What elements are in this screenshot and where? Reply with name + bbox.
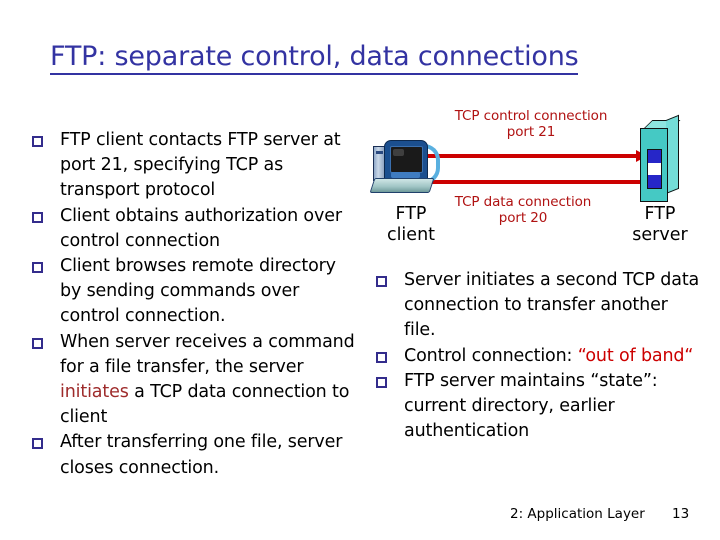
monitor xyxy=(384,140,428,182)
bullet-text: FTP server maintains “state”: current di… xyxy=(404,370,658,442)
square-bullet-icon xyxy=(376,351,387,363)
left-bullet-list: FTP client contacts FTP server at port 2… xyxy=(28,128,358,481)
square-bullet-icon xyxy=(32,262,43,274)
bullet-highlight: initiates xyxy=(60,382,129,403)
keyboard xyxy=(369,178,435,193)
data-connection-label-line1: TCP data connection xyxy=(454,194,592,210)
page-title: FTP: separate control, data connections xyxy=(50,41,674,75)
desktop-computer-icon xyxy=(369,138,440,196)
ftp-server-label-line1: FTP xyxy=(644,204,676,224)
page-title-text: FTP: separate control, data connections xyxy=(50,41,579,75)
ftp-connection-diagram: TCP control connection port 21 TCP data … xyxy=(366,108,706,258)
square-bullet-icon xyxy=(32,211,43,223)
monitor-base xyxy=(391,172,420,178)
list-item: Control connection: “out of band“ xyxy=(372,344,702,369)
square-bullet-icon xyxy=(376,276,387,287)
footer-page-number: 13 xyxy=(672,506,690,522)
square-bullet-icon xyxy=(32,337,43,349)
bullet-text: Client obtains authorization over contro… xyxy=(60,205,342,251)
data-connection-arrow-line xyxy=(414,180,644,184)
drive-slot xyxy=(376,151,383,154)
ftp-server-label-line2: server xyxy=(632,225,688,245)
bullet-text: Control connection: xyxy=(404,345,578,366)
server-front-panel xyxy=(647,149,662,189)
list-item: After transferring one file, server clos… xyxy=(28,430,358,480)
bullet-text: After transferring one file, server clos… xyxy=(60,432,343,478)
bullet-text-tail: a TCP data connection to client xyxy=(60,382,350,428)
bullet-text: When server receives a command for a fil… xyxy=(60,331,355,377)
ftp-client-label-line2: client xyxy=(386,225,436,245)
right-bullet-list: Server initiates a second TCP data conne… xyxy=(372,268,702,444)
list-item: Server initiates a second TCP data conne… xyxy=(372,268,702,344)
list-item: FTP client contacts FTP server at port 2… xyxy=(28,128,358,204)
data-connection-label-line2: port 20 xyxy=(498,210,548,226)
server-front-face xyxy=(640,128,668,202)
square-bullet-icon xyxy=(32,438,43,450)
ftp-client-label-line1: FTP xyxy=(395,204,427,224)
list-item: Client obtains authorization over contro… xyxy=(28,204,358,254)
square-bullet-icon xyxy=(376,376,387,388)
bullet-text: FTP client contacts FTP server at port 2… xyxy=(60,130,341,201)
footer-section-label: 2: Application Layer xyxy=(510,506,645,522)
data-connection-label: TCP data connection port 20 xyxy=(398,194,648,226)
bullet-text: Server initiates a second TCP data conne… xyxy=(404,270,700,341)
ftp-client-label: FTP client xyxy=(368,204,454,246)
list-item: When server receives a command for a fil… xyxy=(28,330,358,431)
control-connection-label-line2: port 21 xyxy=(506,124,556,140)
server-panel-band-top xyxy=(648,150,661,163)
server-tower-icon xyxy=(640,114,684,202)
square-bullet-icon xyxy=(32,136,43,147)
control-connection-label-line1: TCP control connection xyxy=(454,108,608,124)
server-panel-band-bottom xyxy=(648,175,661,188)
control-connection-arrow-line xyxy=(407,154,639,158)
list-item: Client browses remote directory by sendi… xyxy=(28,254,358,330)
control-connection-label: TCP control connection port 21 xyxy=(406,108,656,140)
slide-footer: 2: Application Layer 13 xyxy=(0,506,720,526)
ftp-server-label: FTP server xyxy=(614,204,706,246)
bullet-text: Client browses remote directory by sendi… xyxy=(60,256,336,327)
bullet-highlight: “out of band“ xyxy=(577,345,694,366)
list-item: FTP server maintains “state”: current di… xyxy=(372,369,702,445)
monitor-screen xyxy=(390,146,423,173)
